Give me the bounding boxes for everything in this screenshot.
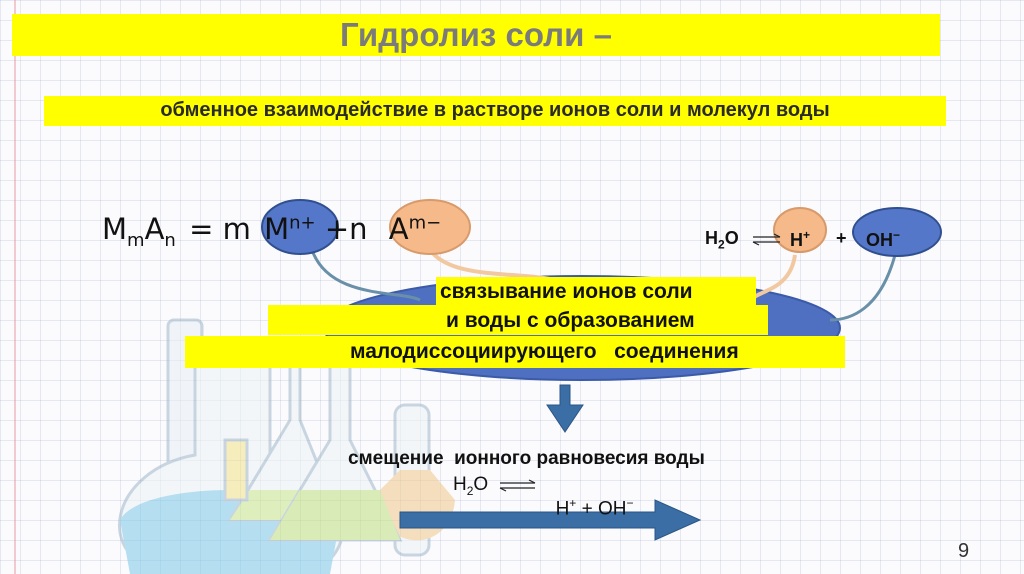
shift-oh-charge: − xyxy=(626,496,634,510)
definition-highlight: обменное взаимодействие в растворе ионов… xyxy=(44,96,946,126)
center-line-2: и воды с образованием xyxy=(446,309,695,332)
cation-connector xyxy=(310,249,421,302)
title-highlight: Гидролиз соли – xyxy=(12,14,940,56)
cation-oval xyxy=(261,199,339,255)
h-symbol: H xyxy=(790,230,803,250)
eq-plus: + xyxy=(324,212,350,246)
shift-equilibrium-arrows-icon xyxy=(499,479,536,492)
eq-m: M xyxy=(102,212,128,246)
water-o: O xyxy=(724,228,739,248)
shift-h-charge: + xyxy=(569,496,577,510)
equilibrium-arrows-icon xyxy=(752,233,781,246)
shift-water: H2O xyxy=(453,474,488,498)
shift-h-ion: H xyxy=(555,498,570,520)
eq-anion-charge: m− xyxy=(408,212,442,234)
shift-o: O xyxy=(473,474,489,495)
eq-cation: M xyxy=(264,212,290,246)
eq-sign: = xyxy=(189,212,214,246)
salt-dissociation-equation: MmAn = m Mn+ +n Am− xyxy=(102,212,441,251)
center-line-2-highlight xyxy=(268,305,768,335)
oh-minus-ion: OH− xyxy=(866,228,900,251)
center-line-1: связывание ионов соли xyxy=(440,280,693,303)
h-plus-oval xyxy=(773,207,827,253)
oh-connector xyxy=(829,254,897,322)
shift-products: H+ + OH− xyxy=(545,474,634,520)
shift-h: H xyxy=(453,474,467,495)
oh-minus-oval xyxy=(852,207,942,257)
oh-charge: − xyxy=(893,228,901,242)
definition-text: обменное взаимодействие в растворе ионов… xyxy=(160,99,830,121)
oh-symbol: OH xyxy=(866,230,893,250)
page-number: 9 xyxy=(958,540,970,562)
eq-a-sub: n xyxy=(164,229,176,251)
notebook-margin-line xyxy=(14,0,16,574)
shift-sub: 2 xyxy=(466,483,474,498)
eq-anion: A xyxy=(388,212,409,246)
h-charge: + xyxy=(803,228,811,242)
water-h: H xyxy=(705,228,718,248)
shift-title: смещение ионного равновесия воды xyxy=(348,448,705,469)
water-sub: 2 xyxy=(718,237,725,252)
eq-m-sub: m xyxy=(127,229,145,251)
anion-oval xyxy=(389,199,471,255)
center-line-3: малодиссоциирующего соединения xyxy=(350,340,739,363)
down-arrow-icon xyxy=(546,384,584,433)
slide-title: Гидролиз соли – xyxy=(340,16,612,53)
center-line-3-highlight xyxy=(185,336,845,368)
top-plus: + xyxy=(836,228,847,248)
shift-oh: + OH xyxy=(576,498,627,520)
eq-cation-charge: n+ xyxy=(289,212,316,234)
water-dissociation-top: H2O xyxy=(705,228,739,252)
eq-a: A xyxy=(144,212,165,246)
h-plus-ion: H+ xyxy=(790,228,810,251)
center-line-1-highlight xyxy=(436,277,756,305)
eq-coef-m: m xyxy=(222,212,251,246)
eq-coef-n: n xyxy=(349,212,368,246)
right-arrow-icon xyxy=(399,499,702,541)
